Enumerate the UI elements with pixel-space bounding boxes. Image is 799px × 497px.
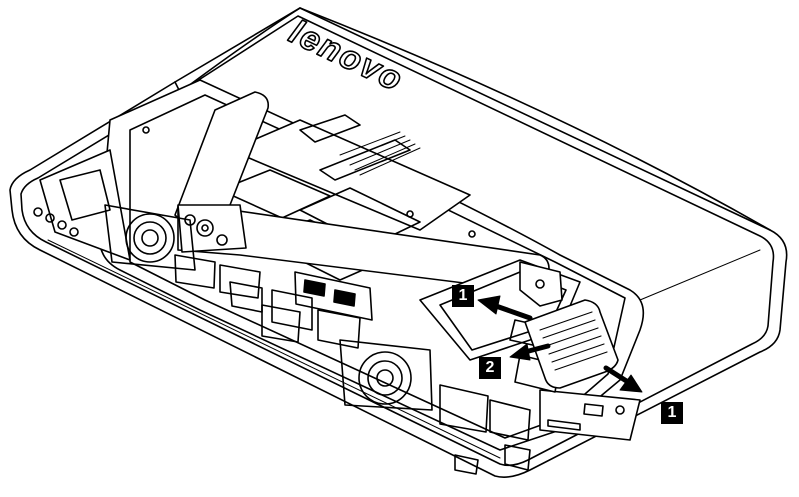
hdd-bracket-inner	[439, 271, 567, 351]
screw-hole-2	[468, 230, 476, 238]
bottom-edge-line	[47, 239, 501, 459]
rear-audio-jack	[615, 405, 625, 415]
hinge-screw-3	[216, 234, 228, 246]
usb-port-2	[333, 289, 356, 307]
vent-block-3	[271, 289, 313, 331]
heatsink-1	[299, 114, 361, 143]
right-edge-vent	[639, 249, 761, 301]
stand-hinge-block	[177, 204, 247, 253]
arrow-slide-left	[477, 295, 533, 321]
callout-step-1-second: 1	[661, 402, 683, 424]
rear-usb	[583, 403, 604, 417]
vent-block-6	[489, 399, 531, 441]
stand-foot-screw	[535, 279, 545, 289]
stand-foot-bracket	[519, 261, 563, 307]
hinge-screw-2	[196, 219, 214, 237]
card-slot	[547, 419, 581, 431]
speaker-left-inner	[141, 229, 159, 247]
screw-hole-1	[142, 126, 150, 134]
mid-connector	[261, 304, 301, 343]
callout-step-1: 1	[452, 285, 474, 307]
speaker-right-inner	[376, 369, 394, 387]
vent-block-1	[174, 254, 216, 289]
cover-grip-lines	[539, 311, 608, 371]
speaker-right-mid	[367, 360, 403, 396]
speaker-right-housing	[339, 339, 433, 411]
left-bracket	[59, 169, 111, 221]
connector-housing	[294, 271, 373, 321]
bottom-foot	[454, 454, 479, 475]
sliding-cover	[524, 299, 619, 389]
arrow-slide-right	[603, 365, 643, 393]
screw-hole-3	[406, 210, 414, 218]
left-port-2	[45, 213, 55, 223]
callout-step-2: 2	[479, 357, 501, 379]
usb-port-1	[303, 279, 326, 297]
speaker-left-housing	[104, 204, 196, 271]
speaker-left-mid	[133, 221, 167, 255]
vent-block-5	[439, 384, 489, 433]
speaker-left-outer	[125, 213, 175, 263]
left-port-3	[57, 220, 67, 230]
right-foot	[504, 444, 531, 471]
vent-block-2	[219, 264, 261, 299]
fins	[339, 131, 421, 176]
arrow-pull-down	[509, 343, 551, 361]
left-port-1	[33, 207, 43, 217]
hinge-screw-2-inner	[201, 224, 209, 232]
system-board	[229, 119, 471, 231]
speaker-right-outer	[358, 351, 412, 405]
top-panel-curve	[299, 7, 771, 231]
left-port-4	[69, 227, 79, 237]
